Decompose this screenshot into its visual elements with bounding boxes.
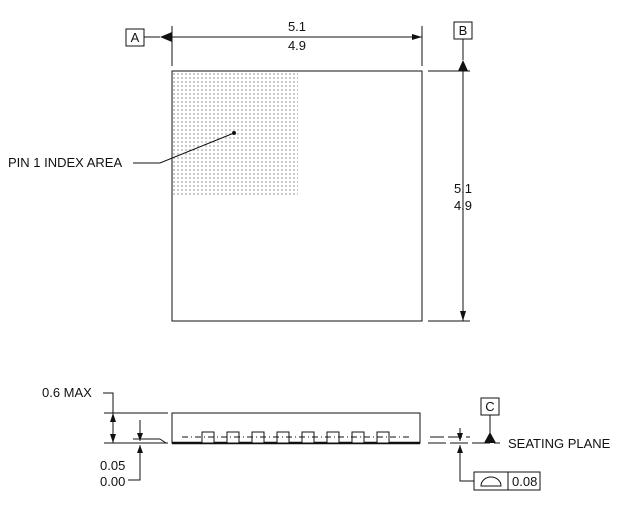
package-outline xyxy=(171,70,423,322)
datum-a: A xyxy=(131,30,140,45)
width-max: 5.1 xyxy=(288,19,306,34)
datum-c-triangle xyxy=(484,432,496,443)
height-min: 4.9 xyxy=(454,198,472,213)
datum-a-triangle xyxy=(160,32,172,42)
width-min: 4.9 xyxy=(288,38,306,53)
flatness-leader xyxy=(459,445,474,482)
seating-plane-label: SEATING PLANE xyxy=(508,436,611,451)
arrowhead xyxy=(137,433,143,441)
pin1-label: PIN 1 INDEX AREA xyxy=(8,155,122,170)
top-view: PIN 1 INDEX AREA A 5.1 4.9 B 5.1 4.9 xyxy=(8,19,473,322)
arrowhead xyxy=(110,413,116,422)
height-label: 0.6 MAX xyxy=(42,385,92,400)
datum-b-triangle xyxy=(458,60,468,71)
arrowhead xyxy=(137,445,143,453)
standoff-min: 0.00 xyxy=(100,474,125,489)
arrowhead xyxy=(457,445,463,453)
flatness-frame xyxy=(473,471,541,491)
datum-b: B xyxy=(459,23,468,38)
arrowhead xyxy=(110,434,116,443)
standoff-leader xyxy=(128,445,141,481)
arrowhead xyxy=(412,34,422,40)
standoff-max: 0.05 xyxy=(100,458,125,473)
flatness-value: 0.08 xyxy=(512,474,537,489)
extension-line xyxy=(159,438,167,444)
arrowhead xyxy=(457,433,463,441)
datum-c: C xyxy=(485,399,494,414)
flatness-icon xyxy=(480,476,502,487)
pin1-leader xyxy=(133,132,235,164)
height-leader xyxy=(103,392,114,413)
height-max: 5.1 xyxy=(454,181,472,196)
side-view: 0.6 MAX 0.05 0.00 C SEATING PLANE 0.08 xyxy=(42,385,611,491)
arrowhead xyxy=(460,311,466,321)
